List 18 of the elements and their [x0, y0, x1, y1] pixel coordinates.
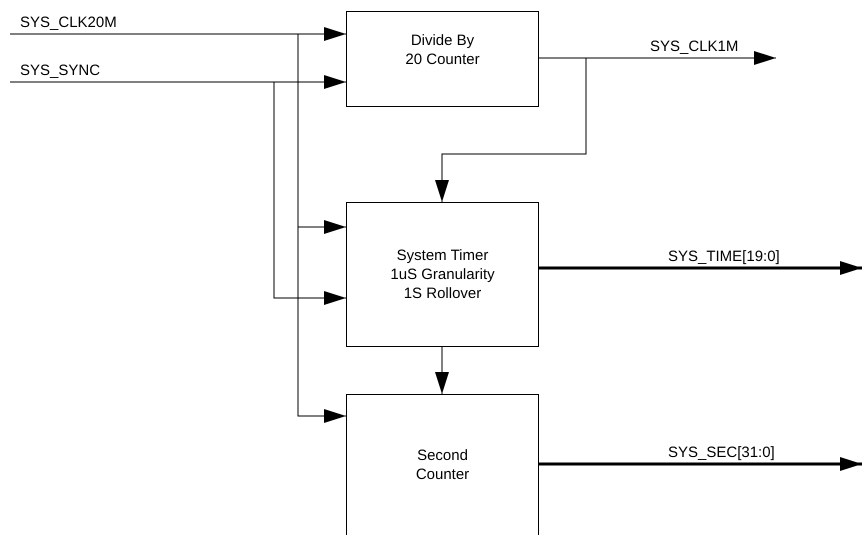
block-label: Second Counter: [414, 446, 470, 484]
arrow: [435, 346, 449, 394]
signal-label: SYS_CLK1M: [650, 38, 738, 55]
signal-label: SYS_CLK20M: [20, 14, 117, 31]
block-box: [346, 394, 539, 535]
block-box: [346, 11, 539, 107]
signal-label: SYS_SYNC: [20, 62, 100, 79]
signal-label: SYS_SEC[31:0]: [668, 444, 775, 461]
signal-label: SYS_TIME[19:0]: [668, 248, 780, 265]
arrow: [274, 82, 346, 305]
arrow: [539, 457, 862, 471]
block-label: System Timer 1uS Granularity 1S Rollover: [389, 246, 496, 303]
block-box: [346, 202, 539, 347]
arrow: [10, 27, 346, 41]
block-label: Divide By 20 Counter: [404, 31, 481, 69]
arrow: [435, 58, 586, 202]
arrow: [10, 75, 346, 89]
arrow: [539, 261, 862, 275]
